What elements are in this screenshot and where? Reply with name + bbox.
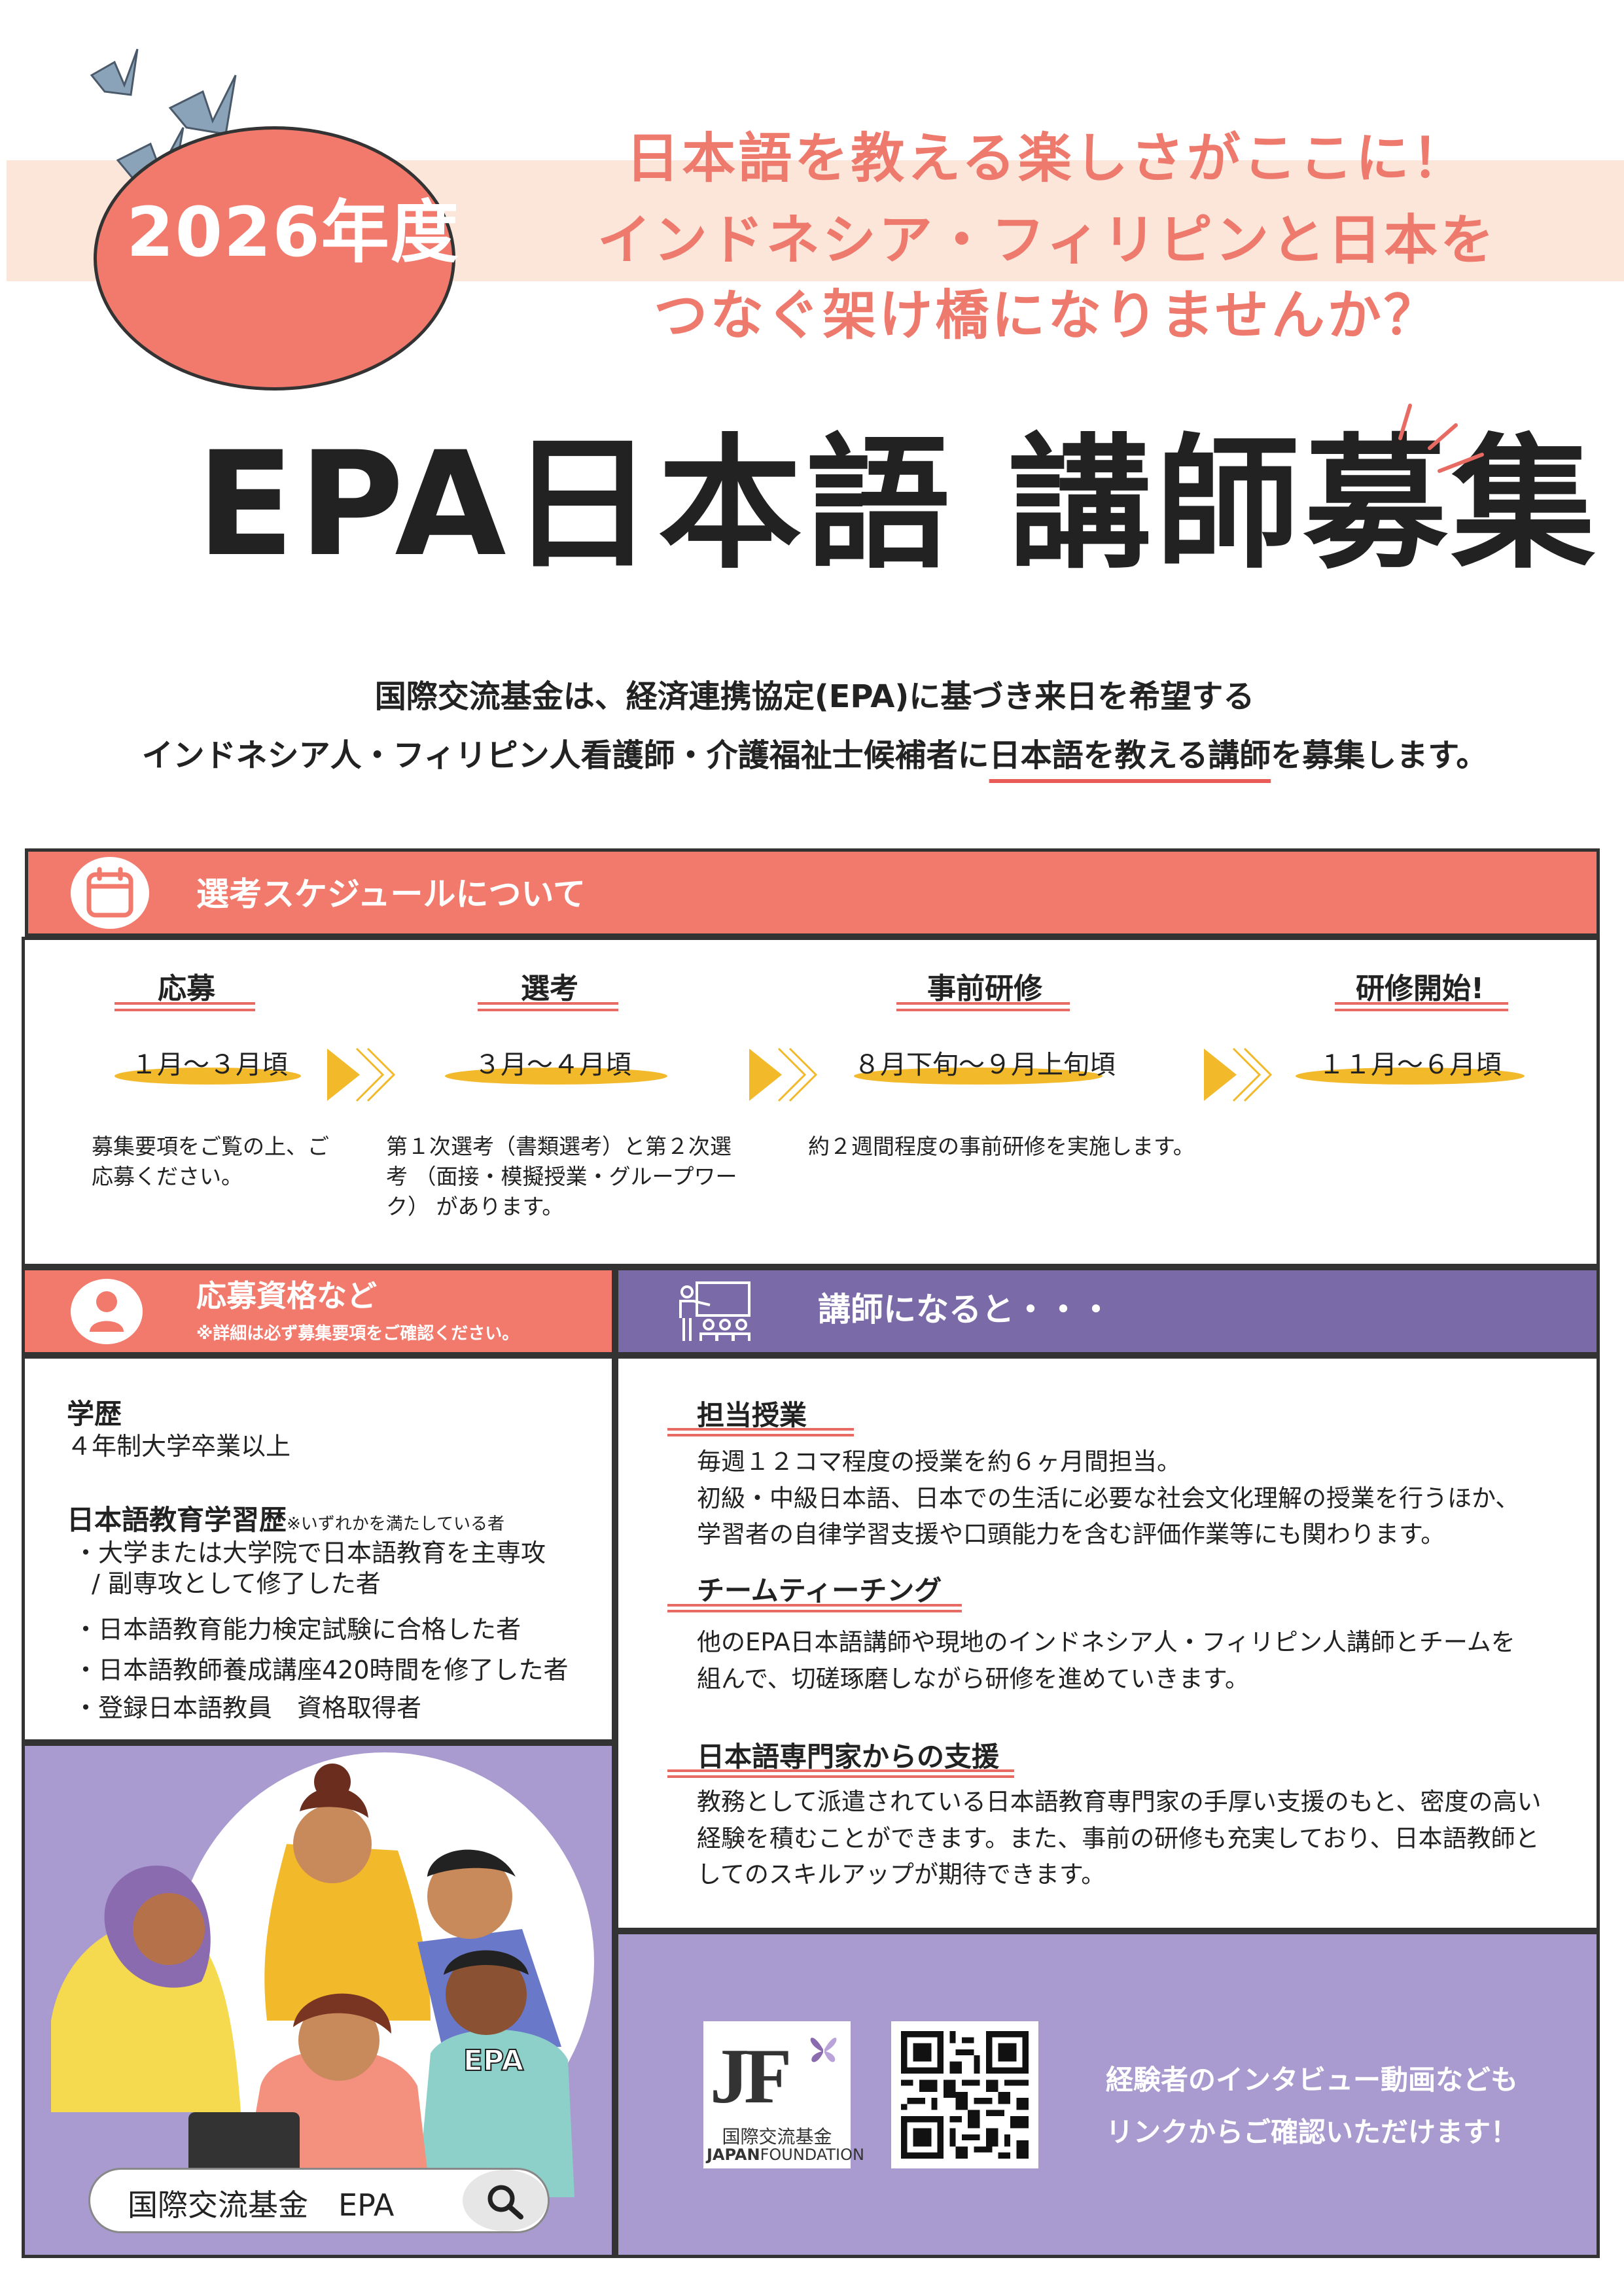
year-circle: [94, 126, 455, 391]
qr-code-icon[interactable]: [901, 2031, 1029, 2159]
step-date-start: １１月～６月頃: [1318, 1050, 1502, 1080]
intro-line-2-pre: インドネシア人・フィリピン人看護師・介護福祉士候補者に: [141, 737, 989, 774]
section-underline: [667, 1775, 1014, 1778]
step-underline: [896, 1009, 1070, 1011]
step-underline: [896, 1002, 1070, 1005]
section-underline: [667, 1428, 854, 1431]
tshirt-text: EPA: [463, 2044, 524, 2078]
search-button[interactable]: [463, 2170, 548, 2231]
section-underline: [667, 1604, 962, 1607]
arrow-right-icon: [1204, 1047, 1273, 1102]
jf-logo-en: JAPANFOUNDATION: [707, 2146, 864, 2164]
section-underline: [667, 1769, 1014, 1772]
teacher-section-heading: 日本語専門家からの支援: [697, 1741, 1000, 1773]
body-line: 教務として派遣されている日本語教育専門家の手厚い支援のもと、密度の高い: [697, 1788, 1542, 1816]
butterfly-icon: [810, 2038, 837, 2062]
jp-history-heading: 日本語教育学習歴: [67, 1504, 287, 1536]
step-desc-pretraining: 約２週間程度の事前研修を実施します。: [808, 1134, 1195, 1159]
schedule-header-bar: [25, 848, 1600, 937]
teacher-panel: [615, 1355, 1600, 1931]
arrow-right-icon: [749, 1047, 818, 1102]
step-desc-selection: 第１次選考（書類選考）と第２次選考 （面接・模擬授業・グループワーク） がありま…: [386, 1134, 737, 1220]
teacher-header-bar: [615, 1267, 1600, 1355]
section-underline: [667, 1434, 854, 1436]
body-line: 毎週１２コマ程度の授業を約６ヶ月間担当。: [697, 1448, 1181, 1476]
teacher-section-body: 他のEPA日本語講師や現地のインドネシア人・フィリピン人講師とチームを 組んで、…: [697, 1624, 1580, 1697]
body-line: してのスキルアップが期待できます。: [697, 1860, 1106, 1888]
step-date-highlight: [445, 1068, 667, 1085]
teacher-section-body: 毎週１２コマ程度の授業を約６ヶ月間担当。 初級・中級日本語、日本での生活に必要な…: [697, 1444, 1580, 1553]
body-line: 経験を積むことができます。また、事前の研修も充実しており、日本語教師と: [697, 1824, 1540, 1852]
step-date-highlight: [115, 1068, 301, 1085]
teacher-section-body: 教務として派遣されている日本語教育専門家の手厚い支援のもと、密度の高い 経験を積…: [697, 1784, 1580, 1893]
education-heading: 学歴: [67, 1398, 122, 1430]
intro-line-1: 国際交流基金は、経済連携協定(EPA)に基づき来日を希望する: [374, 678, 1255, 715]
eligibility-title: 応募資格など: [196, 1278, 377, 1313]
step-underline: [478, 1009, 618, 1011]
body-line: 学習者の自律学習支援や口頭能力を含む評価作業等にも関わります。: [697, 1520, 1445, 1548]
section-underline: [667, 1610, 962, 1612]
step-underline: [115, 1002, 255, 1005]
step-underline: [1335, 1009, 1508, 1011]
step-label-apply: 応募: [158, 972, 215, 1005]
arrow-right-icon: [327, 1047, 396, 1102]
step-underline: [1335, 1002, 1508, 1005]
step-desc-apply: 募集要項をご覧の上、ご応募ください。: [92, 1134, 329, 1190]
step-date-highlight: [1296, 1068, 1525, 1085]
jf-logo-jp: 国際交流基金: [722, 2126, 832, 2148]
calendar-icon: [86, 867, 133, 918]
step-date-apply: １月～３月頃: [131, 1050, 288, 1080]
catch-line-1: 日本語を教える楽しさがここに！: [626, 128, 1468, 190]
person-icon: [90, 1291, 124, 1332]
eligibility-note: ※詳細は必ず募集要項をご確認ください。: [196, 1324, 520, 1344]
step-label-start: 研修開始!: [1355, 972, 1485, 1005]
eligibility-item: ・日本語教育能力検定試験に合格した者: [73, 1615, 521, 1644]
intro-line-2: インドネシア人・フィリピン人看護師・介護福祉士候補者に日本語を教える講師を募集し…: [65, 729, 1564, 775]
teacher-section-heading: チームティーチング: [697, 1574, 942, 1607]
step-date-pretraining: ８月下旬～９月上旬頃: [854, 1050, 1116, 1080]
step-underline: [115, 1009, 255, 1011]
catch-line-2: インドネシア・フィリピンと日本を: [597, 209, 1497, 271]
teacher-title: 講師になると・・・: [818, 1291, 1112, 1329]
jp-history-note: ※いずれかを満たしている者: [287, 1514, 505, 1534]
eligibility-item: ・大学または大学院で日本語教育を主専攻: [73, 1539, 546, 1567]
step-date-highlight: [854, 1068, 1103, 1085]
logo-en: FOUNDATION: [760, 2146, 864, 2164]
jp-history-heading-row: 日本語教育学習歴※いずれかを満たしている者: [67, 1498, 504, 1538]
cta-line-1: 経験者のインタビュー動画なども: [1106, 2064, 1519, 2096]
jf-logo: [703, 2021, 851, 2168]
search-icon: [487, 2185, 523, 2219]
year-label: 2026年度: [126, 192, 460, 272]
search-text: 国際交流基金 EPA: [128, 2187, 395, 2223]
intro-highlight: 日本語を教える講師: [989, 737, 1271, 774]
step-label-pretraining: 事前研修: [927, 972, 1042, 1005]
teacher-section-heading: 担当授業: [697, 1399, 807, 1431]
eligibility-panel: [22, 1355, 615, 1743]
page-title: EPA日本語 講師募集: [196, 421, 1600, 588]
eligibility-item: / 副専攻として修了した者: [92, 1569, 381, 1598]
schedule-panel: [22, 937, 1600, 1267]
eligibility-item: ・日本語教師養成講座420時間を修了した者: [73, 1656, 569, 1684]
cta-line-2: リンクからご確認いただけます！: [1106, 2116, 1519, 2148]
step-date-selection: ３月～４月頃: [474, 1050, 631, 1080]
body-line: 他のEPA日本語講師や現地のインドネシア人・フィリピン人講師とチームを: [697, 1628, 1515, 1656]
body-line: 組んで、切磋琢磨しながら研修を進めていきます。: [697, 1664, 1249, 1693]
body-line: 初級・中級日本語、日本での生活に必要な社会文化理解の授業を行うほか、: [697, 1484, 1520, 1512]
schedule-title: 選考スケジュールについて: [196, 875, 586, 913]
step-label-selection: 選考: [521, 972, 578, 1005]
intro-line-2-post: を募集します。: [1271, 737, 1488, 774]
catch-line-3: つなぐ架け橋になりませんか？: [654, 285, 1440, 347]
logo-en-bold: JAPAN: [707, 2146, 760, 2164]
step-underline: [478, 1002, 618, 1005]
eligibility-item: ・登録日本語教員 資格取得者: [73, 1694, 422, 1722]
jf-logo-mark: JF: [710, 2032, 792, 2119]
teacher-classroom-icon: [679, 1281, 750, 1341]
education-value: ４年制大学卒業以上: [67, 1432, 291, 1461]
people-illustration: [51, 1752, 594, 2197]
sparkle-icon: [1398, 404, 1484, 473]
